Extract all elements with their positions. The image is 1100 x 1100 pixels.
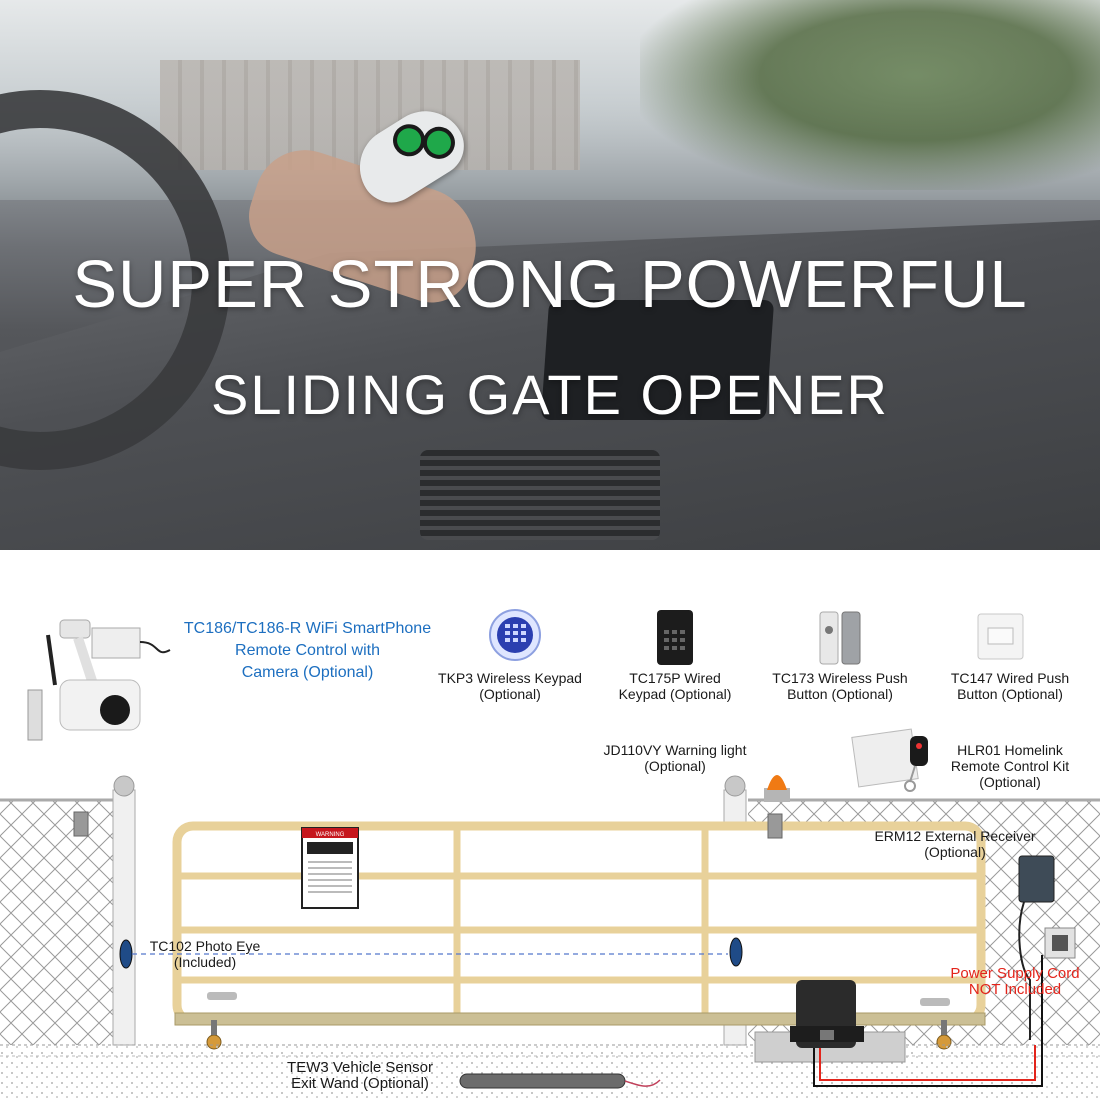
label-line: TC186/TC186-R WiFi SmartPhone [183,620,432,637]
power-outlet-icon [1044,927,1076,959]
wifi-remote-label: TC186/TC186-R WiFi SmartPhone Remote Con… [150,618,465,684]
label-line: JD110VY Warning light [603,742,747,758]
label-line: (Optional) [924,844,986,860]
warning-sign: WARNING [301,827,359,909]
background-trees [640,0,1100,190]
label-line: Exit Wand (Optional) [291,1075,429,1092]
installation-diagram: WARNING [0,550,1100,1100]
left-fence-panel [0,800,122,1045]
label-line: (Optional) [479,686,541,702]
label-line: TC173 Wireless Push [772,670,908,686]
label-line: Button (Optional) [957,686,1063,702]
remote-button-icon [416,120,461,165]
gate-motor-icon [790,980,864,1048]
label-line: Remote Control with [235,642,380,659]
diagram-drawing: WARNING [0,609,1100,1100]
warning-light-label: JD110VY Warning light (Optional) [570,742,780,774]
label-line: TC147 Wired Push [950,670,1070,686]
warning-light-icon [764,775,790,802]
wifi-camera-icon [27,619,171,741]
wireless-push-button-icon [819,611,861,665]
tc147-label: TC147 Wired Push Button (Optional) [930,670,1090,702]
hlr01-label: HLR01 Homelink Remote Control Kit (Optio… [930,742,1090,790]
label-line: NOT Included [968,981,1062,998]
label-line: Power Supply Cord [950,965,1080,982]
label-line: HLR01 Homelink [957,742,1063,758]
tew3-label: TEW3 Vehicle Sensor Exit Wand (Optional) [270,1060,450,1092]
tc173-label: TC173 Wireless Push Button (Optional) [760,670,920,702]
label-line: TKP3 Wireless Keypad [438,670,582,686]
label-line: TC175P Wired [629,670,721,686]
sliding-gate [172,821,986,1050]
label-line: TC102 Photo Eye [149,938,261,954]
label-line: ERM12 External Receiver [874,828,1036,844]
hero-title: SUPER STRONG POWERFUL [72,247,1028,322]
wireless-keypad-icon [489,609,541,661]
label-line: (Optional) [644,758,706,774]
label-line: (Optional) [979,774,1041,790]
label-line: Keypad (Optional) [618,686,732,702]
tc175p-label: TC175P Wired Keypad (Optional) [605,670,745,702]
wired-keypad-icon [657,610,693,665]
ground [0,1045,1100,1100]
vehicle-sensor-wand-icon [459,1073,661,1089]
warning-sign-header: WARNING [316,832,345,838]
erm12-label: ERM12 External Receiver (Optional) [840,828,1070,860]
hero-photo: SUPER STRONG POWERFUL SLIDING GATE OPENE… [0,0,1100,550]
left-gate-post [112,789,136,1046]
air-vent [420,450,660,540]
label-line: Remote Control Kit [950,758,1070,774]
label-line: (Included) [173,954,237,970]
hero-subtitle: SLIDING GATE OPENER [211,363,889,426]
power-cord-label: Power Supply Cord NOT Included [935,966,1095,998]
photo-eye-label: TC102 Photo Eye (Included) [130,938,280,970]
label-line: TEW3 Vehicle Sensor [287,1059,433,1076]
label-line: Camera (Optional) [241,664,374,681]
label-line: Button (Optional) [787,686,893,702]
external-receiver-icon [1018,855,1055,1040]
tkp3-label: TKP3 Wireless Keypad (Optional) [420,670,600,702]
photo-eye-icon [119,937,743,969]
wired-push-button-icon [977,613,1024,660]
homelink-kit-icon [851,728,928,792]
